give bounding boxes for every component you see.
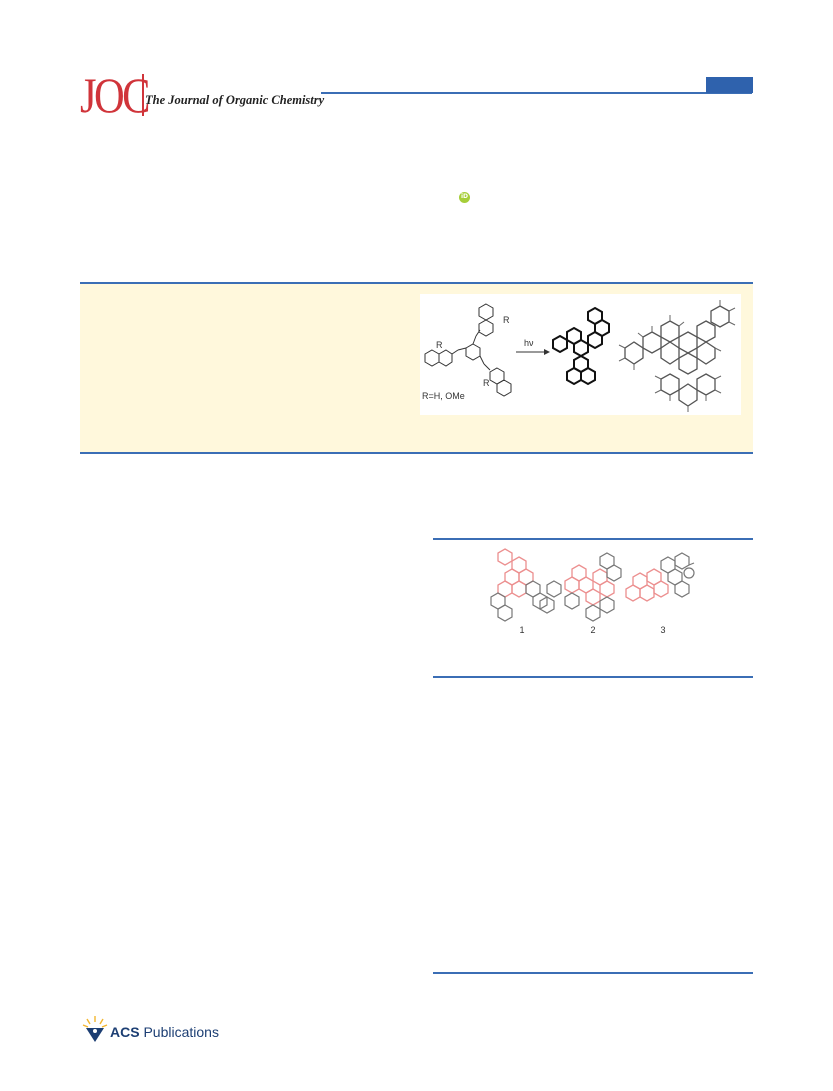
compound-1-highlight: [497, 548, 534, 598]
toc-graphic: R R R R=H, OMe hν: [420, 294, 741, 415]
toc-r-label-3: R: [483, 378, 490, 388]
reactant-molecule: [424, 303, 512, 397]
toc-r-label-1: R: [503, 315, 510, 325]
reaction-arrowhead: [544, 349, 550, 355]
journal-name: The Journal of Organic Chemistry: [145, 93, 325, 107]
figure-1: 1 2: [433, 541, 753, 675]
figure-bottom-rule: [433, 676, 753, 678]
product-3d-model: [624, 305, 730, 407]
toc-r-label-2: R: [436, 340, 443, 350]
abstract-bottom-rule: [80, 452, 753, 454]
acs-text-bold: ACS: [110, 1024, 140, 1040]
orcid-icon[interactable]: iD: [459, 192, 470, 203]
header-article-type-block: [706, 77, 753, 93]
compound-label-3: 3: [660, 625, 665, 635]
acs-sun-icon: [82, 1016, 108, 1042]
compound-1-rest: [490, 580, 562, 622]
compound-2-rest: [564, 552, 622, 622]
orcid-label: iD: [461, 193, 469, 200]
journal-logo: JOC: [80, 67, 150, 123]
acs-text-rest: Publications: [139, 1024, 219, 1040]
compound-label-2: 2: [590, 625, 595, 635]
compound-3-rest: [660, 552, 695, 598]
acs-logo[interactable]: [82, 1014, 108, 1049]
toc-scheme-svg: R R R R=H, OMe hν: [422, 300, 736, 412]
acs-publications-text: ACS Publications: [110, 1024, 219, 1040]
figure-1-svg: 1 2: [490, 548, 695, 635]
product-3d-hydrogens: [618, 300, 736, 412]
toc-substituent-label: R=H, OMe: [422, 391, 465, 401]
header-rule: [321, 92, 752, 94]
abstract-top-rule: [80, 282, 753, 284]
footnote-rule: [433, 972, 753, 974]
compound-label-1: 1: [519, 625, 524, 635]
compound-3-highlight: [625, 568, 669, 602]
product-molecule: [552, 306, 610, 386]
figure-top-rule: [433, 538, 753, 540]
logo-divider: [142, 74, 144, 116]
arrow-label: hν: [524, 338, 534, 348]
